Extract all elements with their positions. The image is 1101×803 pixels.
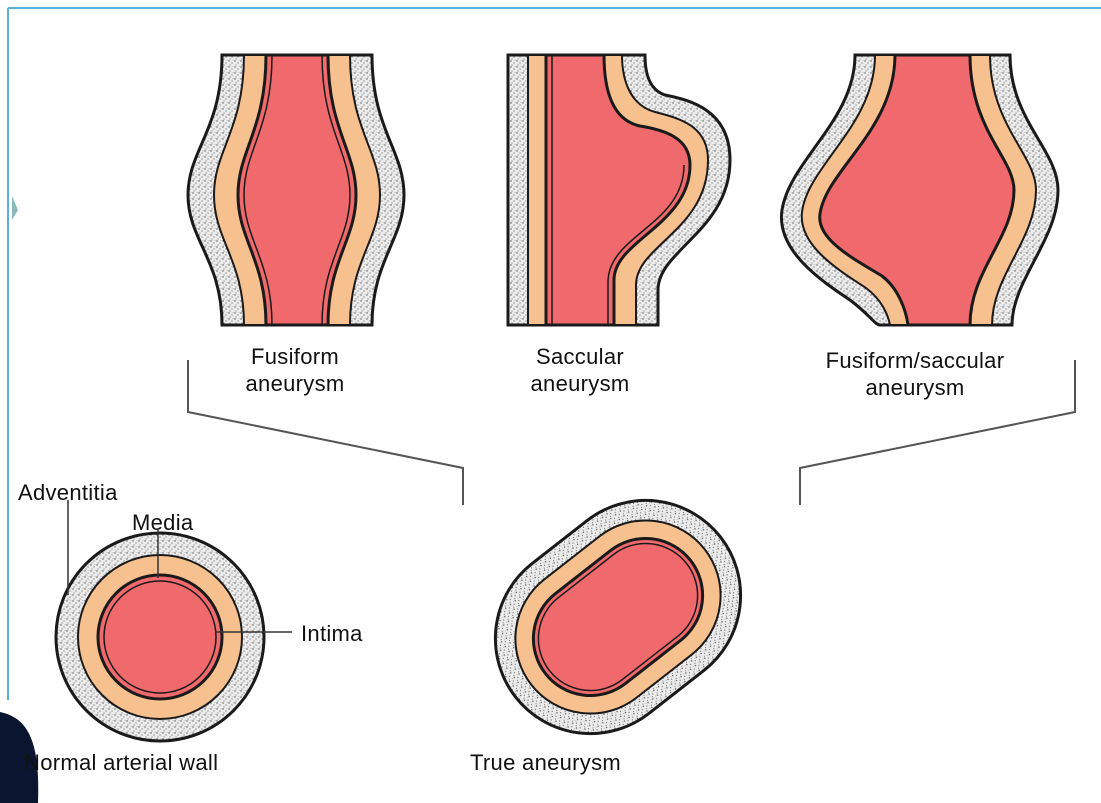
- intima-label: Intima: [301, 620, 363, 647]
- fusiform-saccular-label-line2: aneurysm: [770, 374, 1060, 401]
- fusiform-saccular-label: Fusiform/saccular aneurysm: [770, 347, 1060, 401]
- saccular-label: Saccular aneurysm: [495, 343, 665, 397]
- saccular-aneurysm-figure: [508, 55, 730, 325]
- fusiform-aneurysm-figure: [188, 55, 404, 325]
- media-label: Media: [132, 509, 193, 536]
- saccular-label-line2: aneurysm: [495, 370, 665, 397]
- fusiform-label-line1: Fusiform: [210, 343, 380, 370]
- normal-arterial-wall-label: Normal arterial wall: [24, 749, 218, 776]
- adventitia-label: Adventitia: [18, 479, 118, 506]
- saccular-label-line1: Saccular: [495, 343, 665, 370]
- normal-arterial-wall-figure: [56, 533, 264, 741]
- true-aneurysm-figure: [457, 462, 779, 772]
- true-aneurysm-label: True aneurysm: [470, 749, 621, 776]
- fusiform-saccular-label-line1: Fusiform/saccular: [770, 347, 1060, 374]
- fusiform-saccular-aneurysm-figure: [781, 55, 1058, 325]
- fusiform-label: Fusiform aneurysm: [210, 343, 380, 397]
- left-edge-marker: [12, 196, 18, 220]
- fusiform-label-line2: aneurysm: [210, 370, 380, 397]
